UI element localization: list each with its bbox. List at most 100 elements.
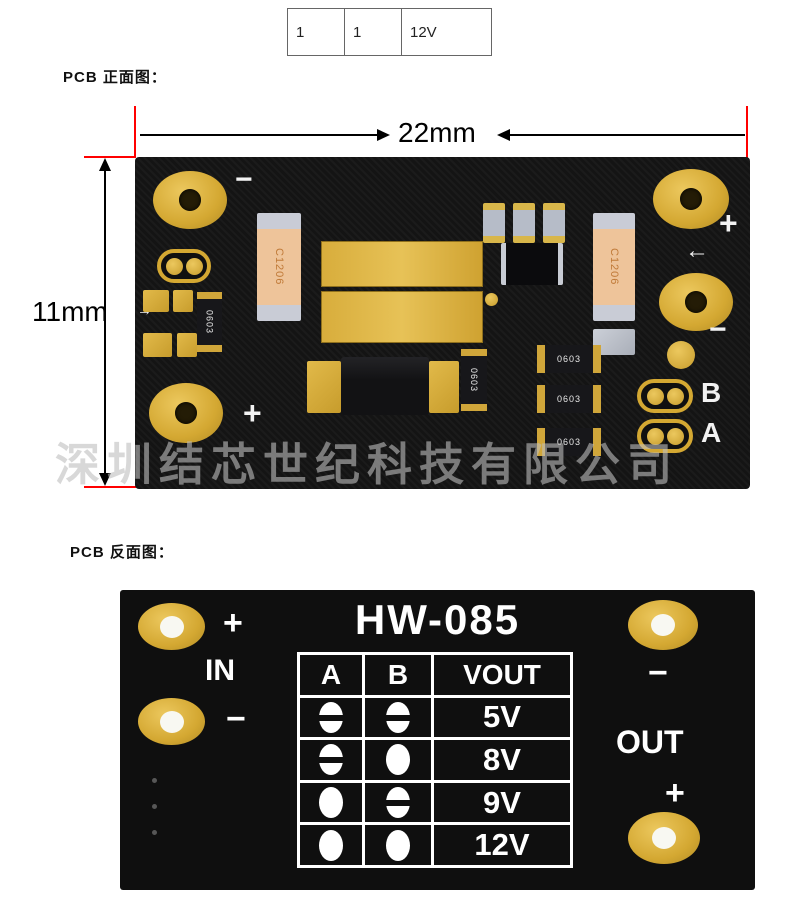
in-plus-mark: + <box>223 604 243 642</box>
extent-line-right <box>746 106 748 158</box>
jumper-dot <box>165 257 183 275</box>
vout-value: 8V <box>483 741 521 777</box>
jumper-a-state <box>300 782 365 823</box>
jumper-a-state <box>300 697 365 738</box>
front-section-label: PCB 正面图： <box>63 69 167 86</box>
watermark-text: 深圳结芯世纪科技有限公司 <box>55 439 680 490</box>
dim-line-11mm <box>104 166 106 478</box>
mounting-pad <box>149 383 223 443</box>
dim-width-label: 22mm <box>398 117 476 148</box>
header-a: A <box>300 655 365 695</box>
jumper-state-icon <box>383 787 413 819</box>
dim-height-label: 11mm <box>32 296 108 327</box>
jumper-state-icon <box>316 744 346 776</box>
vout-value: 12V <box>474 827 530 863</box>
resistor-0603: 0603 <box>537 345 601 373</box>
diode-pad <box>429 361 459 413</box>
vout-value: 5V <box>483 699 521 735</box>
jumper-pad-b <box>637 379 693 413</box>
jumper-pad-a <box>637 419 693 453</box>
jumper-pad <box>157 249 211 283</box>
back-section-label: PCB 反面图： <box>70 544 174 561</box>
resistor-0603: 0603 <box>537 385 601 413</box>
out-plus-pad <box>628 812 700 864</box>
jumper-b-label: B <box>701 377 722 408</box>
jumper-dot <box>185 257 203 275</box>
arrow-left-icon <box>497 129 510 141</box>
table-row: 5V <box>300 697 570 741</box>
component-label: 0603 <box>556 394 582 404</box>
table-row: 9V <box>300 782 570 826</box>
jumper-state-icon <box>386 744 410 776</box>
fiducial-dot <box>152 830 157 835</box>
voltage-table: A B VOUT 5V 8V 9V 12V <box>297 652 573 868</box>
mounting-pad <box>653 169 729 229</box>
capacitor-small <box>513 203 535 243</box>
solder-pad <box>143 333 172 357</box>
arrow-down-icon <box>99 473 111 486</box>
pad-hole <box>652 827 676 849</box>
diode-pad <box>307 361 341 413</box>
via-pad <box>485 293 498 306</box>
jumper-state-icon <box>319 829 343 861</box>
pad-hole <box>680 188 702 210</box>
copper-pour <box>321 241 483 287</box>
pad-hole <box>159 615 184 638</box>
spec-table: 1 1 12V <box>287 8 492 56</box>
pad-hole <box>175 402 197 424</box>
component-label: 0603 <box>204 309 215 335</box>
table-header-row: A B VOUT <box>300 655 570 698</box>
jumper-state-icon <box>383 701 413 733</box>
in-plus-pad <box>138 603 205 650</box>
pcb-front-board: − + ← − + → 0603 C1206 <box>135 157 750 489</box>
capacitor-c1206: C1206 <box>593 213 635 321</box>
in-label: IN <box>205 654 235 687</box>
table-row: 8V <box>300 740 570 783</box>
minus-mark: − <box>235 163 253 196</box>
out-minus-mark: − <box>648 654 668 692</box>
out-label: OUT <box>616 724 684 760</box>
mounting-pad <box>659 273 733 331</box>
fiducial-dot <box>152 804 157 809</box>
out-plus-mark: + <box>665 774 685 812</box>
jumper-b-state <box>365 825 434 865</box>
jumper-dot <box>646 427 664 445</box>
via-pad <box>667 341 695 369</box>
spec-cell: 1 <box>344 9 401 55</box>
jumper-b-state <box>365 782 434 823</box>
jumper-dot <box>666 387 684 405</box>
capacitor-small <box>543 203 565 243</box>
regulator-ic <box>501 243 563 285</box>
jumper-state-icon <box>386 829 410 861</box>
jumper-a-state <box>300 825 365 865</box>
capacitor-small <box>483 203 505 243</box>
extent-line-bottom <box>84 486 136 488</box>
copper-pour <box>321 291 483 343</box>
extent-line-left <box>134 106 136 158</box>
header-b: B <box>365 655 434 695</box>
jumper-b-state <box>365 740 434 780</box>
component-label: 0603 <box>469 367 479 393</box>
solder-pad <box>143 290 169 312</box>
dim-line-22mm-right <box>504 134 745 136</box>
component-label: C1206 <box>273 248 285 286</box>
minus-mark: − <box>709 313 727 346</box>
component-label: 0603 <box>556 437 582 447</box>
in-minus-mark: − <box>226 700 246 738</box>
mounting-pad <box>153 171 227 229</box>
component-label: 0603 <box>556 354 582 364</box>
jumper-a-state <box>300 740 365 780</box>
arrow-up-icon <box>99 158 111 171</box>
jumper-dot <box>646 387 664 405</box>
solder-pad <box>177 333 197 357</box>
dim-line-22mm-left <box>140 134 383 136</box>
in-minus-pad <box>138 698 205 745</box>
jumper-dot <box>666 427 684 445</box>
jumper-a-label: A <box>701 417 722 448</box>
spec-cell: 1 <box>296 23 305 41</box>
spec-cell: 12V <box>401 9 491 55</box>
pcb-back-board: HW-085 + IN − A B VOUT 5V 8V <box>120 590 755 890</box>
jumper-b-state <box>365 697 434 738</box>
model-title: HW-085 <box>354 596 521 643</box>
resistor-0603: 0603 <box>537 428 601 456</box>
